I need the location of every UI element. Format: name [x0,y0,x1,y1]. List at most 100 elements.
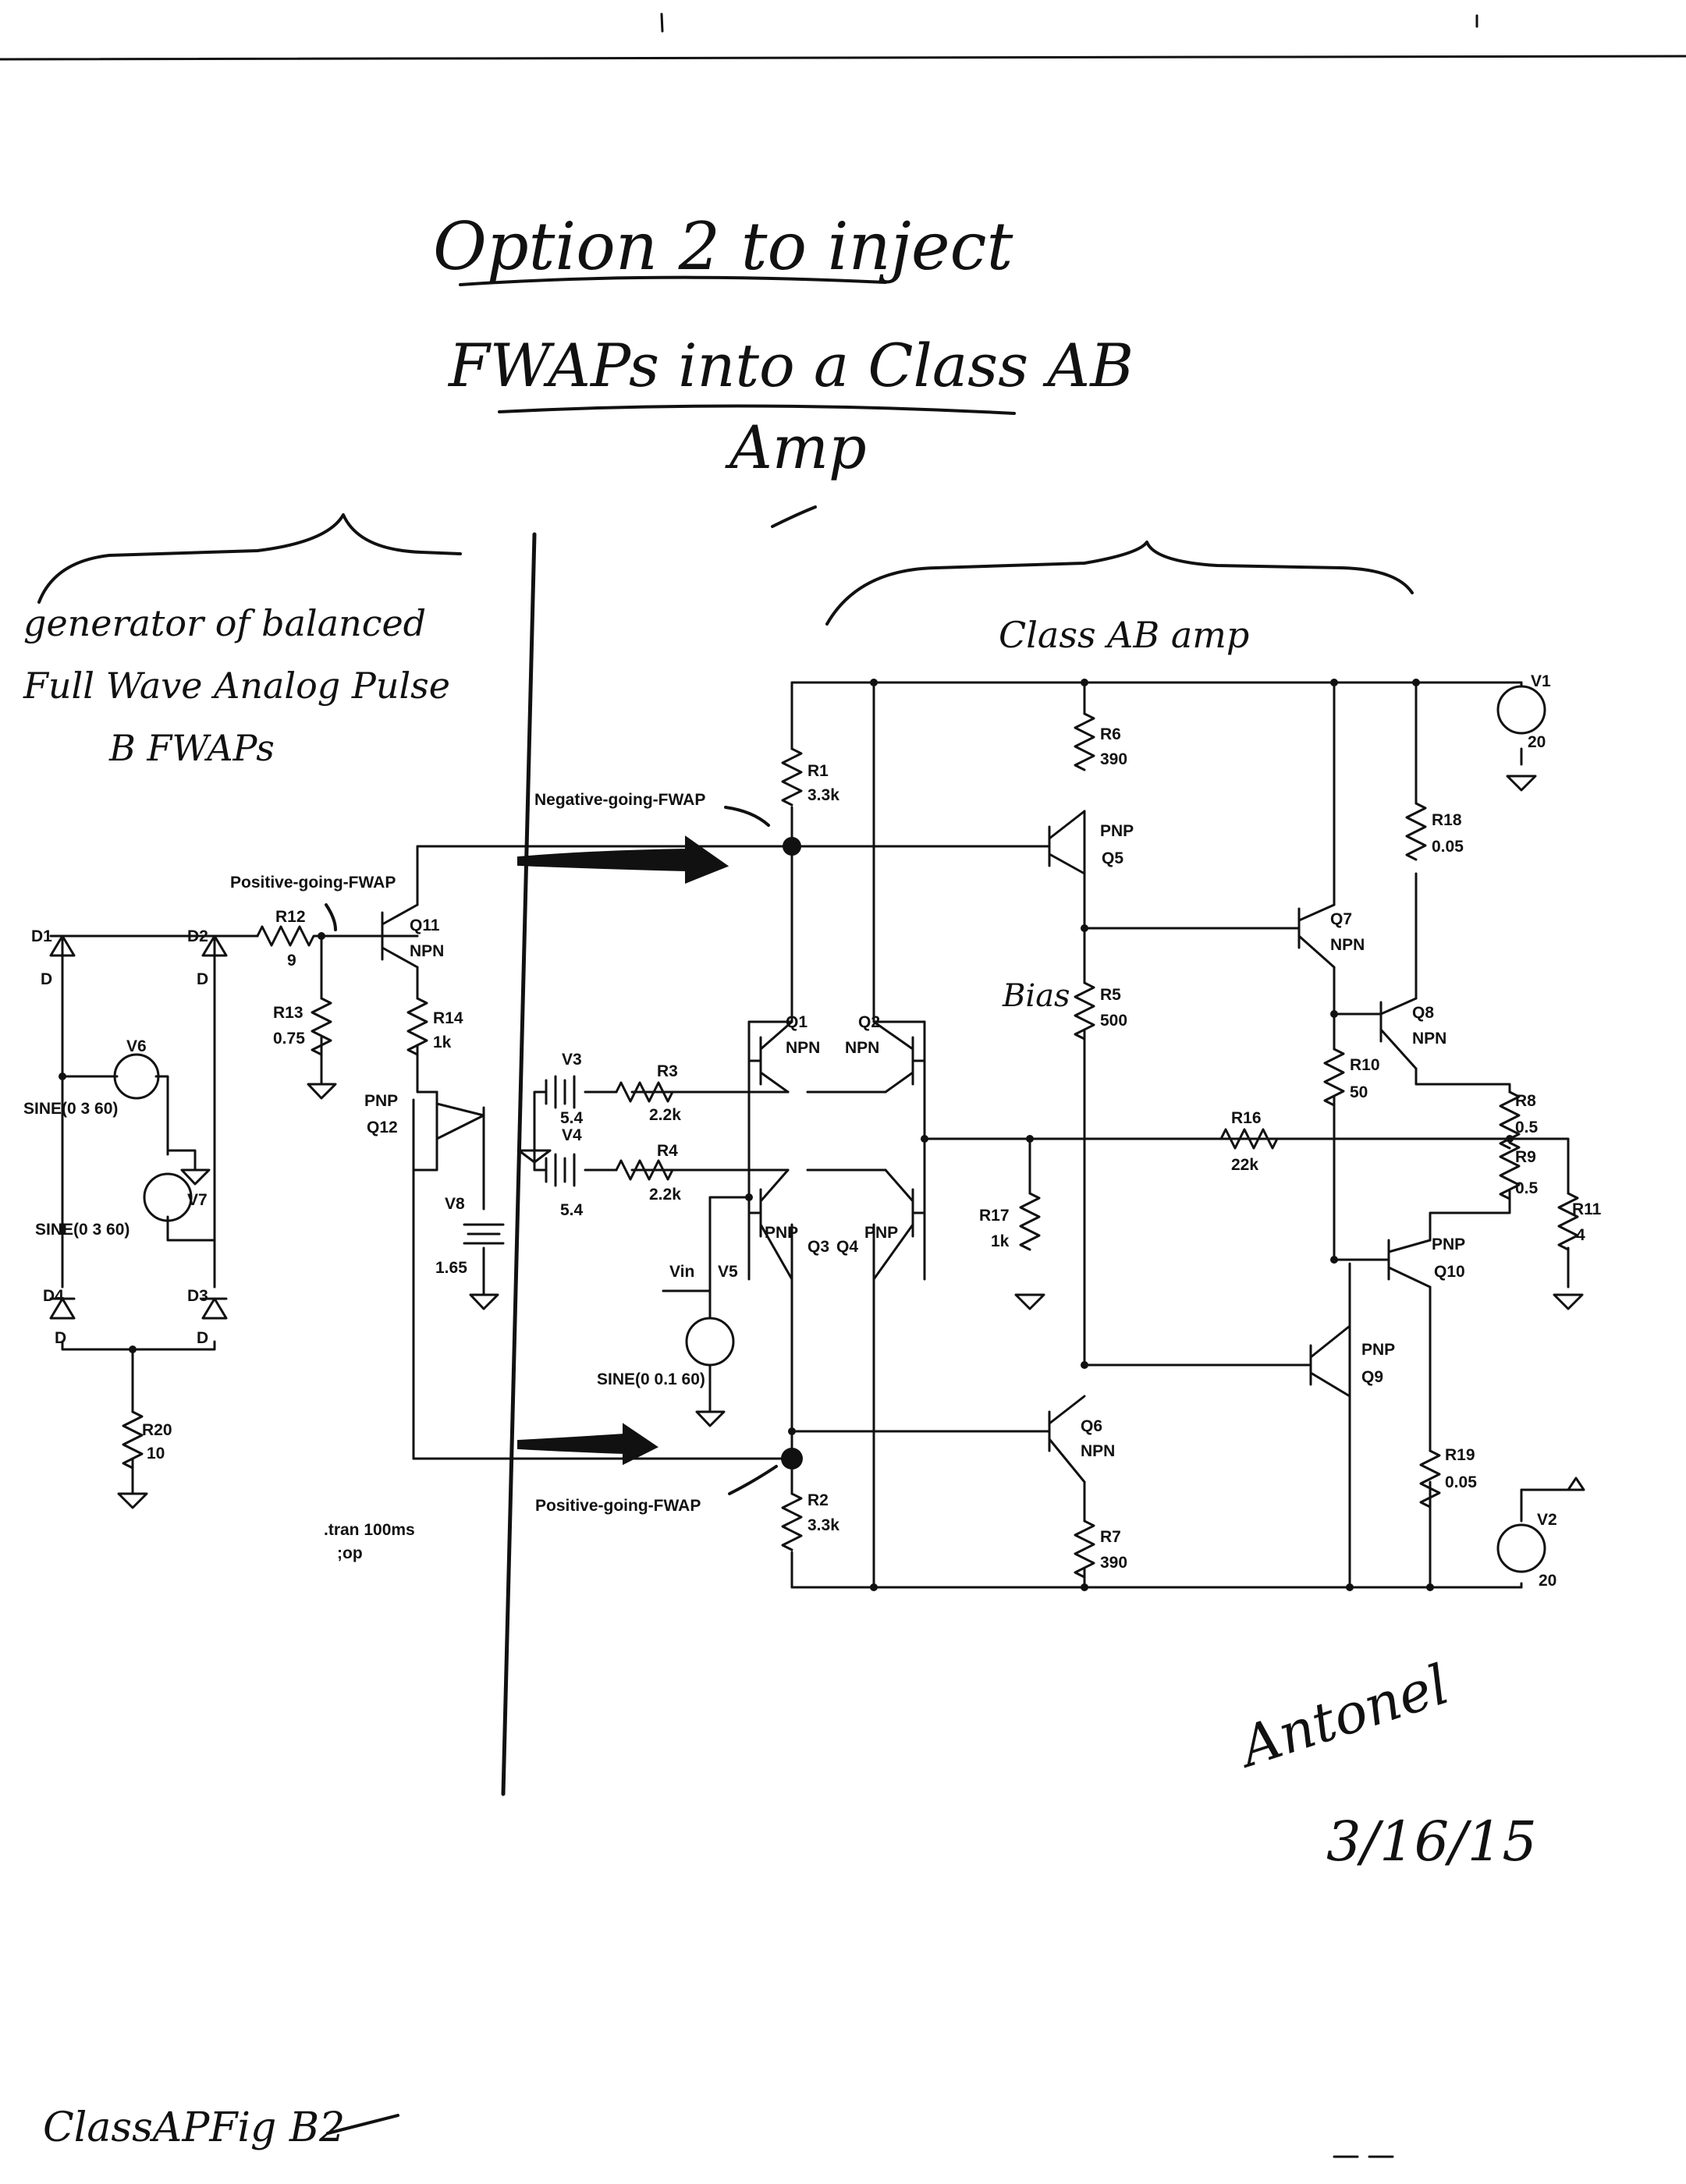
r5-symbol [1074,981,1095,1041]
r2-symbol [781,1492,803,1551]
v1-value: 20 [1528,733,1546,751]
v5-symbol [685,1317,735,1367]
v2-value: 20 [1539,1572,1556,1590]
r10-symbol [1323,1048,1345,1107]
q7-type: NPN [1330,936,1365,954]
v4-symbol [545,1153,618,1187]
v6-symbol [113,1053,160,1100]
v2-symbol [1496,1523,1546,1573]
q2-label: Q2 [858,1013,880,1031]
positive-fwap-node [781,1448,803,1470]
r3-label: R3 [657,1062,678,1080]
r6-value: 390 [1100,750,1127,768]
r8-label: R8 [1515,1092,1536,1110]
r7-label: R7 [1100,1528,1121,1546]
title-line-2: FWAPs into a Class AB [447,331,1134,400]
q11-type: NPN [410,942,444,960]
r11-symbol [1557,1192,1579,1251]
q8-type: NPN [1412,1030,1446,1048]
r8-value: 0.5 [1515,1119,1539,1136]
amp-note-text: Class AB amp [999,614,1249,656]
amp-note: Class AB amp [825,541,1414,656]
positive-injection-arrow [517,1423,658,1466]
amp-brace [825,541,1414,626]
d2-model: D [197,970,208,988]
r14-label: R14 [433,1009,463,1027]
generator-note-line-1: generator of balanced [23,602,426,644]
v6-label: V6 [126,1037,147,1055]
q10-label: Q10 [1434,1263,1465,1281]
v3-symbol [545,1075,618,1109]
q4-type: PNP [864,1224,898,1242]
op-directive: ;op [337,1544,363,1562]
r13-label: R13 [273,1004,303,1022]
v4-label: V4 [562,1126,582,1144]
r17-value: 1k [991,1232,1010,1250]
q3-type: PNP [765,1224,798,1242]
tran-directive: .tran 100ms [324,1521,415,1539]
wires [61,681,1570,1589]
r17-label: R17 [979,1207,1010,1225]
r5-value: 500 [1100,1012,1127,1030]
section-divider [501,532,537,1796]
title-line-1: Option 2 to inject [433,208,1013,285]
r11-value: 4 [1576,1226,1585,1244]
q6-type: NPN [1081,1442,1115,1460]
r14-symbol [406,997,428,1056]
q12-label: Q12 [367,1119,398,1136]
transistor-symbols [365,810,1432,1484]
diode-symbols [49,934,228,1320]
r10-label: R10 [1350,1056,1380,1074]
r19-symbol [1419,1449,1441,1509]
r1-symbol [781,747,803,807]
title-underline-2 [498,404,1016,415]
r16-symbol [1219,1128,1279,1150]
v4-value: 5.4 [560,1201,584,1219]
r1-value: 3.3k [808,786,839,804]
r18-label: R18 [1432,811,1462,829]
v3-label: V3 [562,1051,582,1069]
r4-value: 2.2k [649,1186,681,1204]
r4-symbol [615,1159,674,1181]
generator-note-line-2: Full Wave Analog Pulse [23,665,450,707]
footer-figure-label: ClassAPFig B2 [43,2104,345,2151]
q2-type: NPN [845,1039,879,1057]
v5-value: SINE(0 0.1 60) [597,1370,705,1388]
q4-label: Q4 [836,1238,858,1256]
d3-symbol [201,1297,228,1320]
r16-label: R16 [1231,1109,1262,1127]
q9-label: Q9 [1361,1368,1383,1386]
v7-label: V7 [187,1191,208,1209]
r6-label: R6 [1100,725,1121,743]
q5-type: PNP [1100,822,1134,840]
r2-label: R2 [808,1491,829,1509]
r9-symbol [1499,1141,1521,1200]
junctions [59,679,1514,1591]
r8-symbol [1499,1090,1521,1150]
r13-value: 0.75 [273,1030,305,1048]
neg-label-pointer [724,806,770,827]
v7-value: SINE(0 3 60) [35,1221,130,1239]
v3-value: 5.4 [560,1109,584,1127]
r7-value: 390 [1100,1554,1127,1572]
q8-label: Q8 [1412,1004,1434,1022]
r16-value: 22k [1231,1156,1258,1174]
title-underline-1 [459,275,887,286]
d1-symbol [49,934,76,957]
positive-fwap-label-bottom: Positive-going-FWAP [535,1497,701,1515]
footer-stroke [326,2114,399,2135]
r17-symbol [1019,1192,1041,1251]
r18-value: 0.05 [1432,838,1464,856]
ground-symbols [117,775,1585,1509]
pos-label-pointer-bottom [728,1465,778,1495]
q9-type: PNP [1361,1341,1395,1359]
r7-symbol [1074,1519,1095,1579]
d4-label: D4 [43,1287,64,1305]
r12-symbol [256,925,331,947]
r1-label: R1 [808,762,829,780]
generator-note-line-3: B FWAPs [108,727,275,769]
q5-label: Q5 [1102,849,1123,867]
d2-label: D2 [187,927,208,945]
r13-symbol [311,997,332,1056]
